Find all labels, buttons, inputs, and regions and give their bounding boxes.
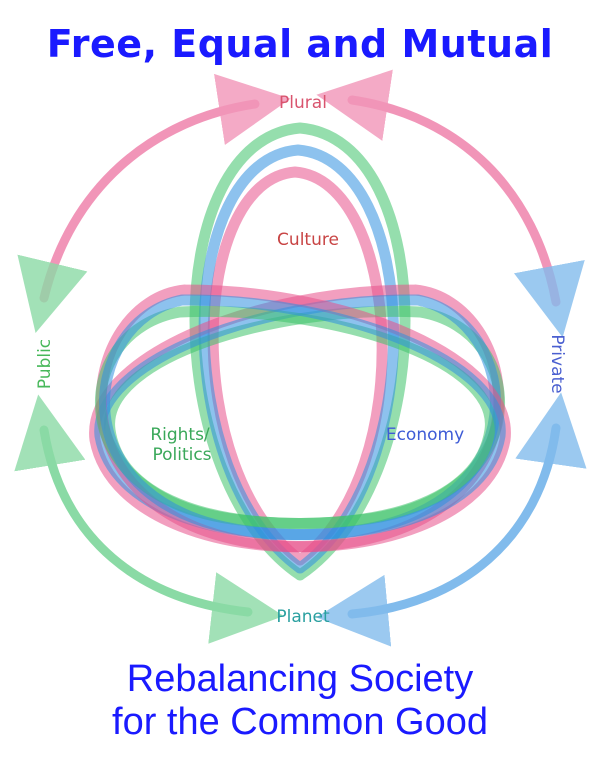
label-rights: Rights/ — [150, 425, 210, 445]
arrow-plural-public — [17, 73, 291, 333]
knot-loop-blue-3 — [99, 294, 506, 541]
label-politics: Politics — [152, 445, 211, 465]
trefoil-knot — [89, 122, 511, 581]
footer-subtitle: Rebalancing Society for the Common Good — [0, 658, 600, 744]
arrow-private-planet — [316, 392, 587, 647]
label-economy: Economy — [386, 425, 464, 445]
label-culture: Culture — [277, 230, 339, 250]
knot-loop-green-1 — [189, 122, 411, 581]
label-planet: Planet — [276, 607, 330, 627]
label-public: Public — [35, 339, 55, 389]
outer-arrow-ring — [14, 69, 587, 647]
label-plural: Plural — [279, 93, 327, 113]
knot-loop-pink-1 — [207, 166, 388, 566]
arrow-public-planet — [14, 394, 284, 644]
knot-loop-blue-1 — [198, 144, 400, 574]
arrow-plural-private — [316, 69, 585, 338]
footer-line-2: for the Common Good — [112, 701, 488, 743]
page-title: Free, Equal and Mutual — [46, 22, 554, 66]
label-private: Private — [547, 334, 567, 393]
footer-line-1: Rebalancing Society — [126, 658, 474, 700]
